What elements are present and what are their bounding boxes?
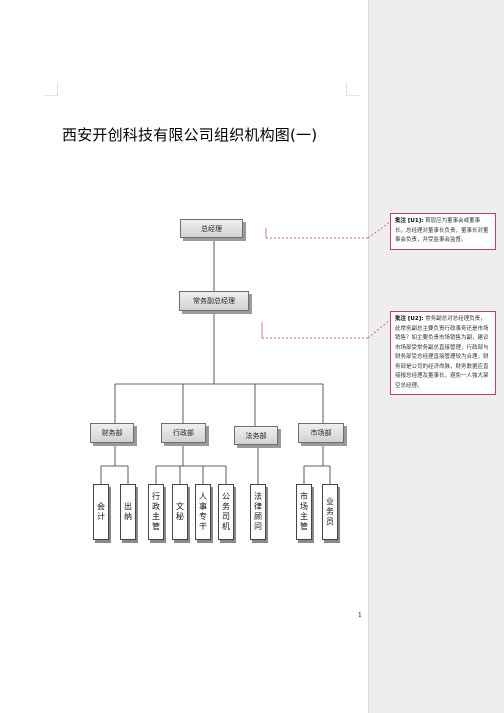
org-box-label: 市场主管 xyxy=(299,492,309,532)
org-box-legal-advisor: 法律顾问 xyxy=(250,484,266,540)
org-box-label: 出纳 xyxy=(123,502,133,522)
org-box-salesperson: 业务员 xyxy=(322,484,338,540)
page-number: 1 xyxy=(358,612,362,619)
org-chart-connectors xyxy=(100,228,368,484)
org-box-label: 公务司机 xyxy=(221,492,231,532)
org-box-admin-supervisor: 行政主管 xyxy=(148,484,164,540)
org-box-marketing-dept: 市场部 xyxy=(298,423,344,443)
org-box-label: 常务副总经理 xyxy=(193,297,235,305)
org-box-legal-dept: 法务部 xyxy=(234,426,278,445)
org-box-label: 总经理 xyxy=(201,224,222,233)
org-box-executive-deputy: 常务副总经理 xyxy=(179,291,249,311)
comment-text: 首层应为董事会或董事长。总经理对董事长负责，董事长对董事会负责，并受监事会监督。 xyxy=(395,218,489,243)
org-box-secretary: 文秘 xyxy=(172,484,188,540)
document-title: 西安开创科技有限公司组织机构图(一) xyxy=(62,126,318,144)
document-page: 西安开创科技有限公司组织机构图(一) xyxy=(44,82,368,619)
org-box-cashier: 出纳 xyxy=(120,484,136,540)
org-box-label: 人事专干 xyxy=(198,492,208,532)
org-box-label: 行政部 xyxy=(173,429,194,437)
org-box-label: 法务部 xyxy=(245,431,267,440)
comment-balloon-1[interactable]: 批注 [U1]: 首层应为董事会或董事长。总经理对董事长负责，董事长对董事会负责… xyxy=(390,213,496,250)
comment-label: 批注 [U2]: xyxy=(395,316,424,322)
org-box-label: 业务员 xyxy=(325,497,335,527)
org-box-label: 财务部 xyxy=(101,429,123,437)
org-box-admin-dept: 行政部 xyxy=(161,423,206,443)
org-box-company-driver: 公务司机 xyxy=(218,484,234,540)
org-box-label: 文秘 xyxy=(175,502,185,522)
org-box-hr-specialist: 人事专干 xyxy=(195,484,211,540)
org-box-label: 法律顾问 xyxy=(253,492,263,532)
org-box-marketing-supervisor: 市场主管 xyxy=(296,484,312,540)
comment-balloon-2[interactable]: 批注 [U2]: 常务副总对总经理负责，此常务副总主要负责行政事务还是市场销售？… xyxy=(390,311,496,395)
org-box-finance-dept: 财务部 xyxy=(90,423,134,443)
org-box-general-manager: 总经理 xyxy=(180,219,243,238)
org-box-label: 行政主管 xyxy=(151,492,161,532)
comment-label: 批注 [U1]: xyxy=(395,218,424,224)
org-box-label: 会计 xyxy=(96,502,106,522)
comment-text: 常务副总对总经理负责，此常务副总主要负责行政事务还是市场销售？如主要负责市场销售… xyxy=(395,316,489,389)
org-box-accountant: 会计 xyxy=(93,484,109,540)
org-box-label: 市场部 xyxy=(310,429,332,437)
